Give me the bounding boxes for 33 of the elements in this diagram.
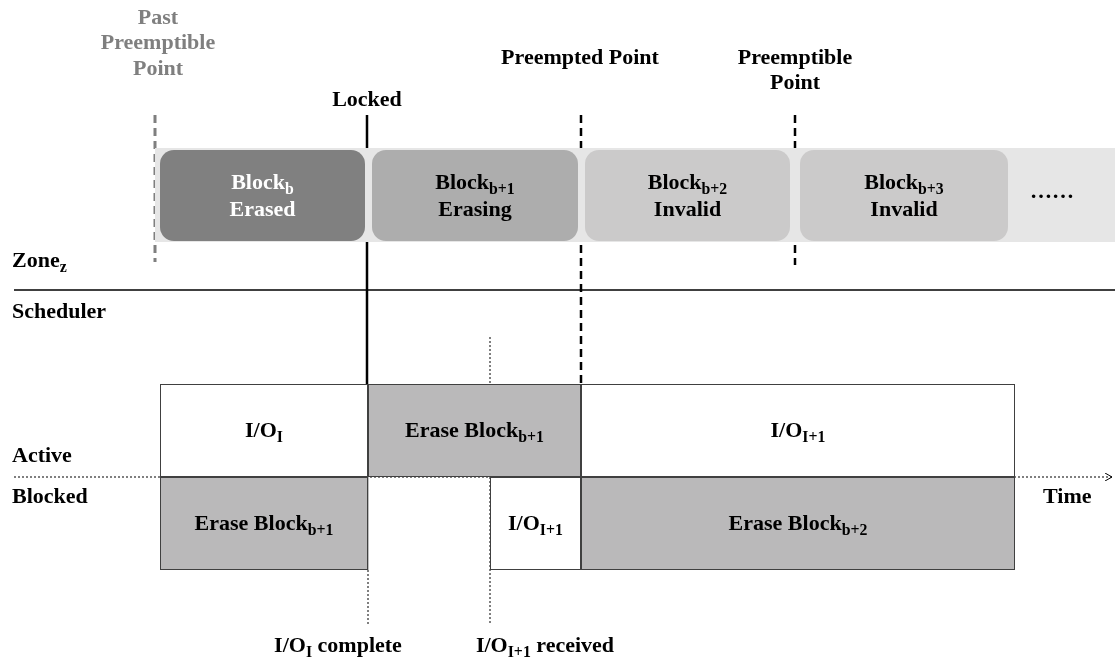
block-label: I/O$_{I}$ <box>245 417 283 444</box>
block-card <box>800 150 1008 241</box>
block-card <box>160 150 365 241</box>
block-label: I/O$_{I+1}$ <box>508 510 563 537</box>
task-bar <box>160 477 368 570</box>
row-label: Scheduler <box>12 298 107 324</box>
task-bar <box>160 384 368 477</box>
row-label: Zone$_{z}$ <box>12 247 67 273</box>
block-label: Erase Block$_{b+1}$ <box>405 417 544 444</box>
marker-label: Preempted Point <box>500 44 660 70</box>
block-label: Block$_{b+2}$ Invalid <box>646 169 729 222</box>
zone-band <box>155 148 1115 242</box>
task-bar <box>490 477 581 570</box>
block-label: Erase Block$_{b+2}$ <box>728 510 868 537</box>
block-label: Block$_{b+1}$ Erasing <box>434 169 516 222</box>
block-card <box>585 150 790 241</box>
ellipsis-text: …… <box>1030 178 1074 205</box>
axis-label: Time <box>1043 483 1092 509</box>
marker-label: Locked <box>331 86 403 112</box>
block-card <box>372 150 578 241</box>
event-label: I/O$_{I+1}$ received <box>474 632 616 658</box>
marker-label: Past Preemptible Point <box>99 4 217 80</box>
task-bar <box>368 384 581 477</box>
block-label: Block$_{b}$ Erased <box>228 169 297 222</box>
marker-label: Preemptible Point <box>736 44 854 95</box>
block-label: I/O$_{I+1}$ <box>770 417 826 444</box>
task-bar <box>581 384 1015 477</box>
task-bar <box>581 477 1015 570</box>
block-label: Block$_{b+3}$ Invalid <box>863 169 945 222</box>
block-label: Erase Block$_{b+1}$ <box>194 510 334 537</box>
event-label: I/O$_{I}$ complete <box>273 632 403 658</box>
row-label: Blocked <box>12 483 88 509</box>
row-label: Active <box>12 442 72 468</box>
